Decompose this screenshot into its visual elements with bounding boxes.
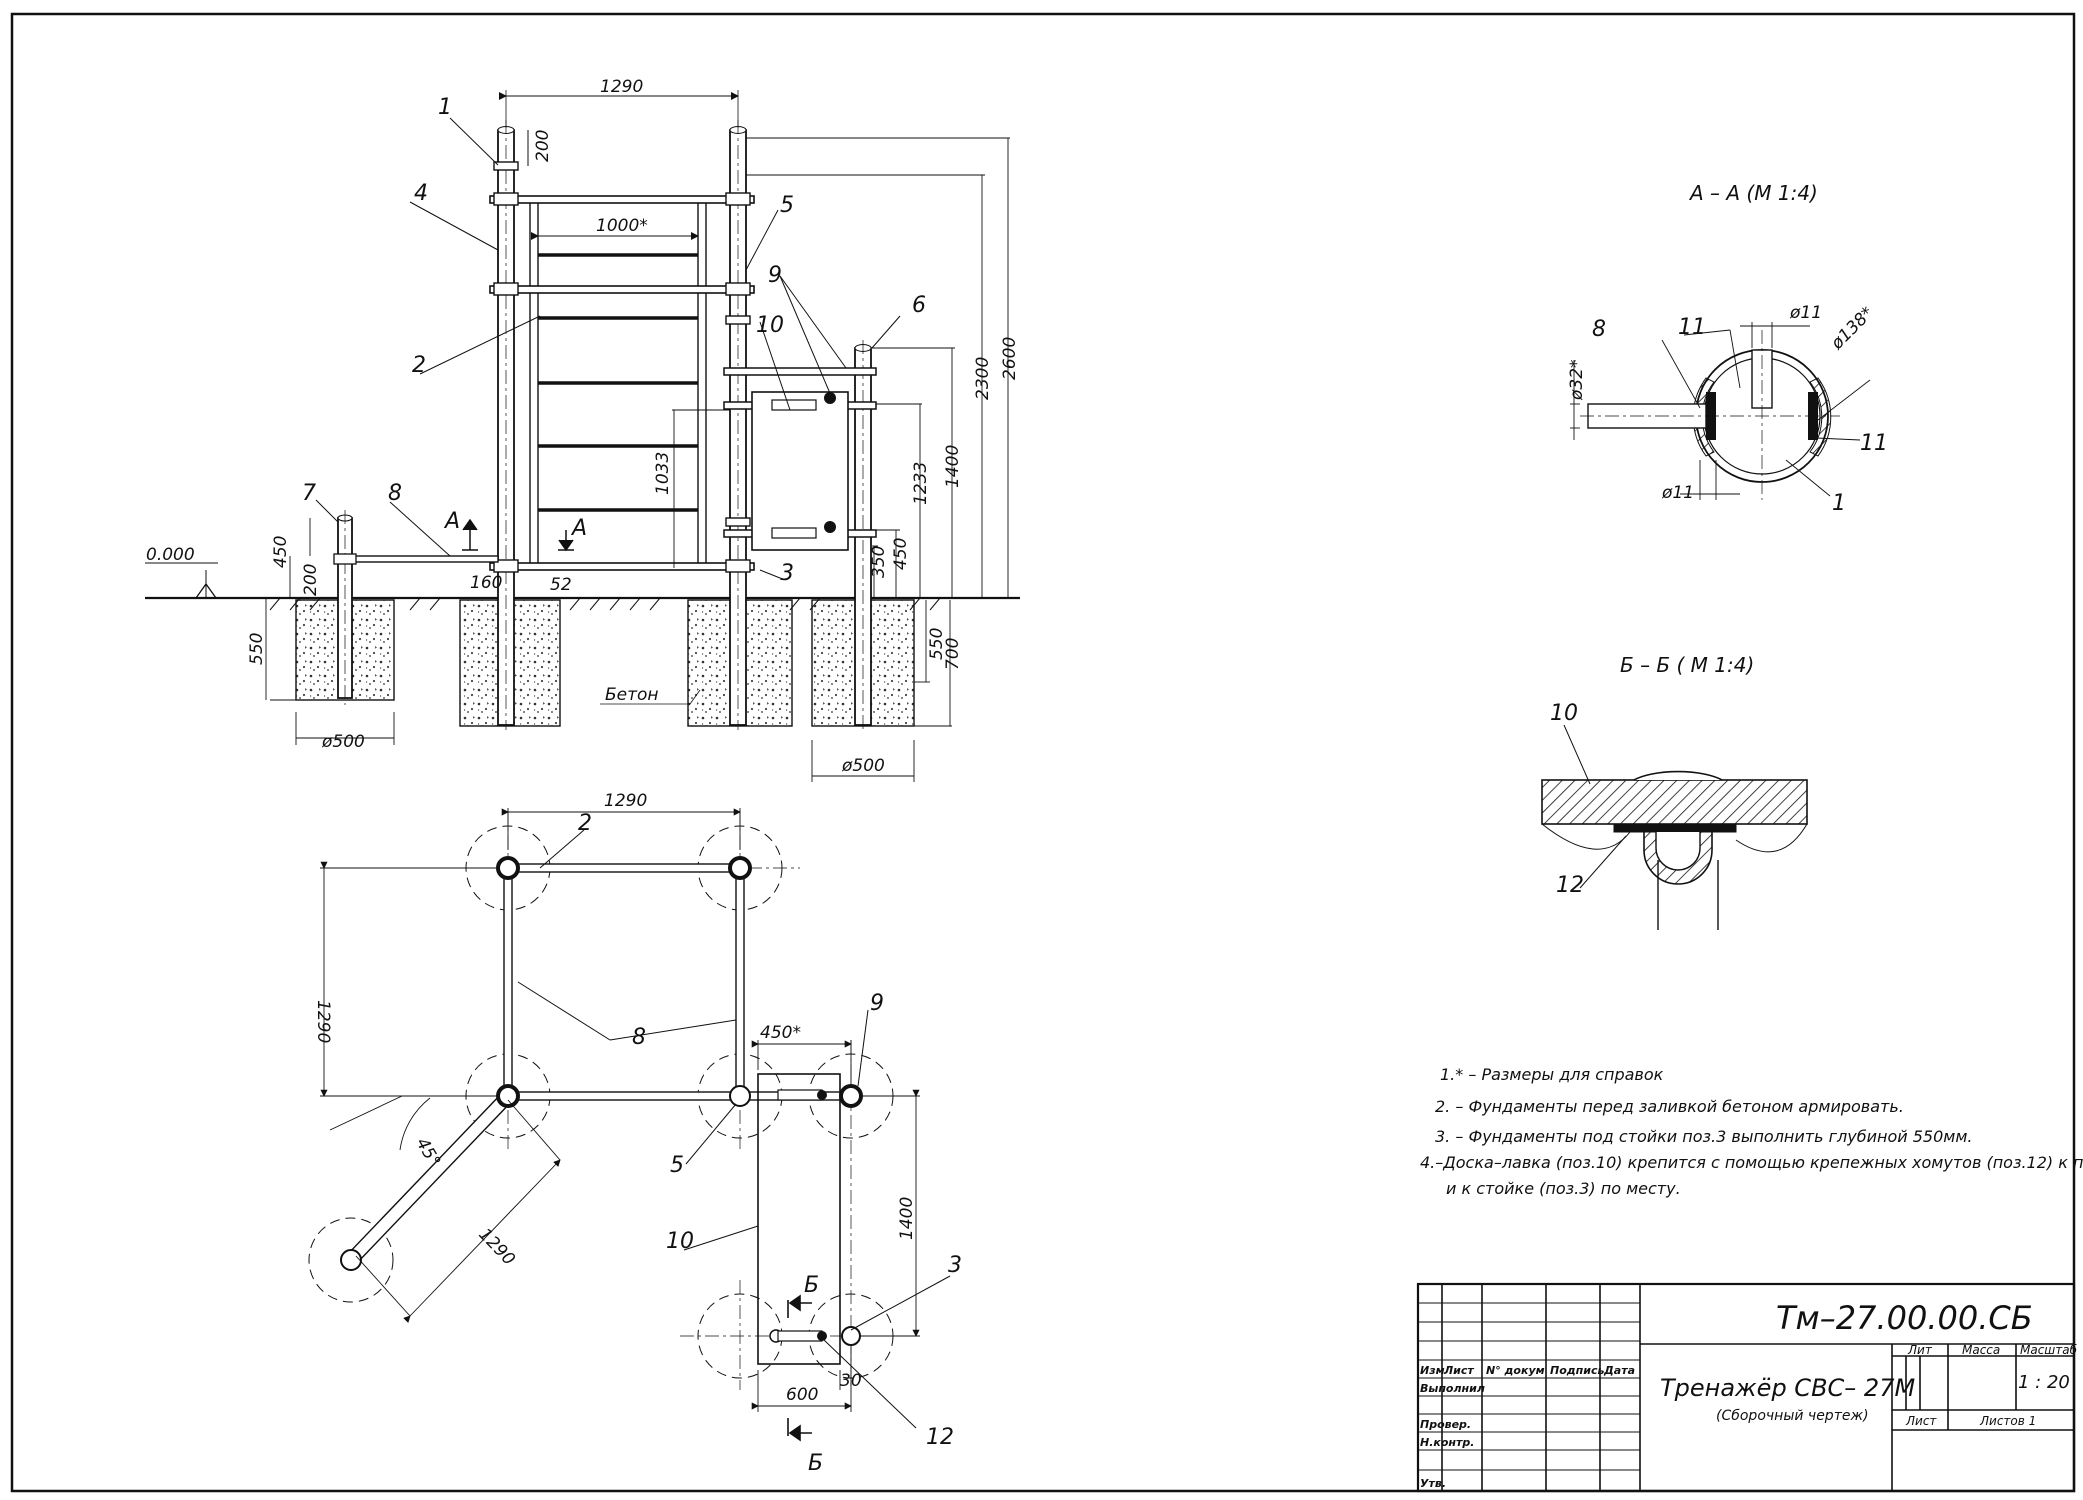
tb-row-done: Выполнил <box>1420 1382 1485 1395</box>
tb-row-ncontr: Н.контр. <box>1420 1436 1474 1449</box>
pos-8: 8 <box>388 481 402 506</box>
pos-12: 12 <box>926 1425 954 1450</box>
tb-col-date: Дата <box>1603 1364 1635 1377</box>
dim-200: 200 <box>301 564 321 596</box>
pos-5: 5 <box>670 1153 684 1178</box>
dim-450-plan: 450* <box>760 1023 801 1043</box>
tb-lit: Лит <box>1907 1343 1933 1357</box>
pos-1: 1 <box>438 95 452 120</box>
drawing-subtitle: (Сборочный чертеж) <box>1716 1408 1869 1424</box>
pos-1: 1 <box>1832 491 1846 516</box>
tb-row-approved: Утв. <box>1420 1477 1446 1490</box>
pos-10: 10 <box>666 1229 694 1254</box>
dim-32: ø32* <box>1567 359 1587 401</box>
dim-1233: 1233 <box>911 462 931 505</box>
note-line: 4.–Доска–лавка (поз.10) крепится с помощ… <box>1420 1153 2083 1172</box>
pos-6: 6 <box>912 293 926 318</box>
dim-138: ø138* <box>1827 303 1878 354</box>
pos-3: 3 <box>948 1253 962 1278</box>
dim-450: 450 <box>271 536 291 568</box>
section-bb: Б – Б ( М 1:4) 10 12 <box>1541 653 1808 930</box>
dim-160: 160 <box>470 573 502 593</box>
dim-30: 30 <box>840 1371 862 1391</box>
tb-col-list: Лист <box>1443 1364 1474 1377</box>
dim-550: 550 <box>247 633 267 665</box>
tb-scale: 1 : 20 <box>2018 1372 2070 1393</box>
dim-1033: 1033 <box>653 452 673 495</box>
pos-11: 11 <box>1860 431 1888 456</box>
dim-1290: 1290 <box>600 77 643 97</box>
dim-550: 550 <box>927 628 947 660</box>
plan-view: 1290 1290 1290 450* 1400 600 30 45° Б Б <box>308 791 962 1476</box>
pos-7: 7 <box>302 481 316 506</box>
level-label: 0.000 <box>146 545 195 565</box>
section-bb-title: Б – Б ( М 1:4) <box>1620 653 1754 677</box>
notes: 1.* – Размеры для справок 2. – Фундамент… <box>1420 1065 2083 1198</box>
note-line: и к стойке (поз.3) по месту. <box>1446 1179 1681 1198</box>
pos-10: 10 <box>756 313 784 338</box>
pos-8: 8 <box>632 1025 646 1050</box>
sheet-frame <box>10 12 2076 1493</box>
cut-b-label: Б <box>804 1273 819 1298</box>
cut-a-label: А <box>443 509 460 534</box>
drawing-title: Тренажёр СВС– 27М <box>1660 1374 1915 1402</box>
pos-5: 5 <box>780 193 794 218</box>
dim-11: ø11 <box>1661 483 1694 503</box>
cut-a-label: А <box>570 516 587 541</box>
cut-b-label: Б <box>808 1451 823 1476</box>
pos-8: 8 <box>1592 317 1606 342</box>
concrete-label: Бетон <box>605 685 659 705</box>
pos-3: 3 <box>780 561 794 586</box>
pos-2: 2 <box>412 353 426 378</box>
tb-col-izm: Изм <box>1420 1364 1445 1377</box>
note-line: 3. – Фундаменты под стойки поз.3 выполни… <box>1435 1127 1972 1146</box>
pos-9: 9 <box>768 263 782 288</box>
drawing-code: Тм–27.00.00.СБ <box>1776 1299 2033 1337</box>
dim-1000: 1000* <box>596 216 648 236</box>
pos-2: 2 <box>578 811 592 836</box>
tb-sheet: Лист <box>1905 1414 1937 1428</box>
dim-1290: 1290 <box>313 1000 333 1043</box>
tb-scale-label: Масштаб <box>2020 1343 2078 1357</box>
dim-11: ø11 <box>1789 303 1822 323</box>
pos-4: 4 <box>414 181 428 206</box>
dim-1290: 1290 <box>474 1225 518 1270</box>
pos-10: 10 <box>1550 701 1578 726</box>
dim-1290: 1290 <box>604 791 647 811</box>
pos-9: 9 <box>870 991 884 1016</box>
dim-52: 52 <box>550 575 572 595</box>
title-block: Изм Лист N° докум Подпись Дата Выполнил … <box>1416 1282 2078 1493</box>
tb-sheets: Листов 1 <box>1979 1414 2036 1428</box>
note-line: 1.* – Размеры для справок <box>1440 1065 1664 1084</box>
dim-1400: 1400 <box>897 1197 917 1240</box>
dim-500: ø500 <box>321 732 365 752</box>
section-aa-title: А – А (М 1:4) <box>1688 181 1818 205</box>
dim-2600: 2600 <box>1000 337 1020 380</box>
dim-1400: 1400 <box>943 445 963 488</box>
dim-2300: 2300 <box>973 357 993 400</box>
tb-col-doc: N° докум <box>1486 1364 1545 1377</box>
pos-11: 11 <box>1678 315 1706 340</box>
dim-200: 200 <box>533 130 553 162</box>
note-line: 2. – Фундаменты перед заливкой бетоном а… <box>1435 1097 1904 1116</box>
front-view: 0.000 <box>145 77 1020 782</box>
dim-600: 600 <box>786 1385 818 1405</box>
tb-row-check: Провер. <box>1420 1418 1471 1431</box>
dim-500: ø500 <box>841 756 885 776</box>
dim-350: 350 <box>869 546 889 578</box>
dim-700: 700 <box>943 638 963 670</box>
tb-col-sign: Подпись <box>1550 1364 1604 1377</box>
section-aa: А – А (М 1:4) ø11 <box>1567 181 1888 516</box>
pos-12: 12 <box>1556 873 1584 898</box>
bench-board-plan <box>757 1073 841 1365</box>
dim-450: 450 <box>891 538 911 570</box>
tb-mass: Масса <box>1962 1343 2000 1357</box>
